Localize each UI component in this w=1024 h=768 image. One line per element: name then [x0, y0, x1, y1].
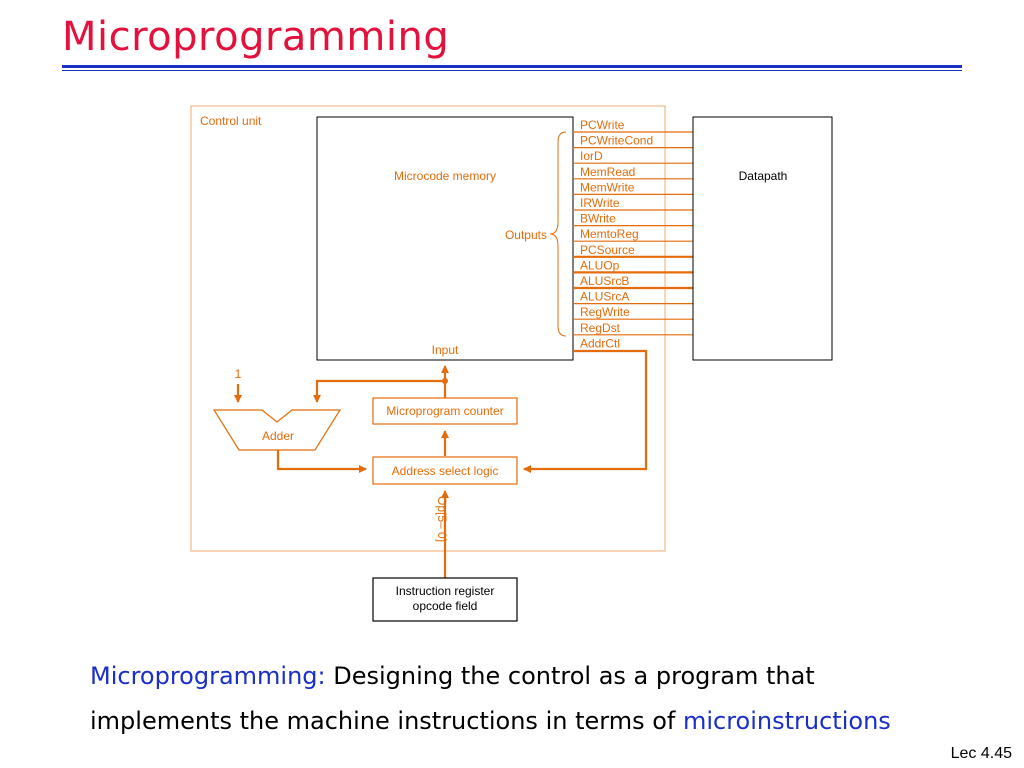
microcode-memory-label: Microcode memory [394, 169, 496, 183]
microprogram-counter-box [372, 397, 518, 425]
signal-label-alusrcb: ALUSrcB [580, 274, 629, 288]
instruction-register-box [372, 577, 518, 622]
instruction-register-label-line2: opcode field [413, 599, 478, 613]
caption-emphasis: microinstructions [682, 707, 891, 735]
slide-number: Lec 4.45 [950, 745, 1012, 762]
signal-label-alusrca: ALUSrcA [580, 290, 629, 304]
signal-label-memwrite: MemWrite [580, 180, 635, 194]
slide-caption: Microprogramming: Designing the control … [90, 654, 990, 744]
title-underline [62, 65, 962, 68]
signal-label-memread: MemRead [580, 165, 635, 179]
caption-term: Microprogramming: [90, 662, 326, 690]
signal-label-pcwritecond: PCWriteCond [580, 134, 653, 148]
adder-to-address-select-wire [276, 450, 367, 473]
datapath-box [692, 116, 833, 361]
signal-label-addrctl: AddrCtl [580, 336, 620, 350]
junction-dot [442, 378, 448, 384]
microcode-memory-box [316, 116, 574, 361]
address-select-logic-label: Address select logic [392, 464, 499, 478]
signal-label-memtoreg: MemtoReg [580, 227, 639, 241]
instruction-register-label-line1: Instruction register [396, 584, 495, 598]
address-select-logic-box [372, 456, 518, 485]
signal-label-regwrite: RegWrite [580, 305, 630, 319]
signal-label-irwrite: IRWrite [580, 196, 620, 210]
input-to-adder-wire [313, 379, 445, 403]
input-label: Input [432, 343, 459, 357]
datapath-label: Datapath [739, 169, 788, 183]
addrctl-feedback-wire [523, 349, 648, 473]
caption-line1: Designing the control as a program that [325, 662, 815, 690]
title-underline-thin [62, 70, 962, 71]
signal-label-bwrite: BWrite [580, 212, 616, 226]
microprogram-counter-label: Microprogram counter [386, 404, 503, 418]
opcode-bits-label: Op[5– 0] [435, 496, 449, 542]
signal-label-aluop: ALUOp [580, 258, 620, 272]
signal-label-regdst: RegDst [580, 321, 621, 335]
constant-one-label: 1 [235, 367, 242, 381]
signal-label-pcsource: PCSource [580, 243, 635, 257]
adder-shape [212, 409, 342, 451]
signal-label-pcwrite: PCWrite [580, 118, 625, 132]
caption-line2: implements the machine instructions in t… [90, 707, 683, 735]
control-unit-label: Control unit [200, 114, 262, 128]
control-unit-box [190, 105, 666, 552]
outputs-brace [549, 131, 567, 337]
outputs-label: Outputs [505, 228, 547, 242]
signal-label-iord: IorD [580, 149, 603, 163]
slide-title: Microprogramming [62, 14, 450, 60]
adder-label: Adder [262, 429, 294, 443]
